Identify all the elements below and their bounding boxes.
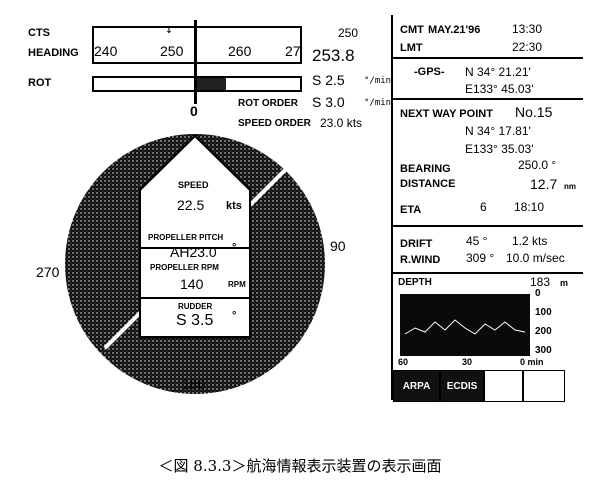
tick-label: 240 <box>94 43 118 59</box>
heading-needle <box>194 20 197 104</box>
speed-order-label: SPEED ORDER <box>238 118 311 129</box>
heading-scale <box>92 40 302 64</box>
bearing-label: BEARING <box>400 163 451 175</box>
bearing-value: 250.0 ° <box>518 158 557 172</box>
drift-speed: 1.2 kts <box>512 234 548 248</box>
depth-axis-200: 200 <box>535 326 552 337</box>
depth-axis-0: 0 <box>535 288 541 299</box>
rot-unit: °/min <box>364 76 392 86</box>
cts-arrow-icon: ↓ <box>165 22 173 37</box>
depth-unit: m <box>560 278 569 288</box>
distance-label: DISTANCE <box>400 178 456 190</box>
pitch-deg: ° <box>232 242 237 254</box>
rot-label: ROT <box>28 77 52 89</box>
speed-order-value: 23.0 kts <box>320 116 363 130</box>
heading-label: HEADING <box>28 47 79 59</box>
pitch-label: PROPELLER PITCH <box>148 233 224 242</box>
tick-label: 260 <box>228 43 252 59</box>
wind-label: R.WIND <box>400 254 441 266</box>
compass-dial <box>65 134 325 394</box>
divider <box>391 225 583 227</box>
cmt-time: 13:30 <box>512 22 543 36</box>
rpm-value: 140 <box>180 276 204 292</box>
rot-order-value: S 3.0 <box>312 94 345 110</box>
gps-lat: N 34° 21.21' <box>465 65 531 79</box>
divider <box>391 272 583 274</box>
gps-lon: E133° 45.03' <box>465 82 534 96</box>
depth-value: 183 <box>530 275 551 289</box>
rudder-deg: ° <box>232 310 237 322</box>
eta-time: 18:10 <box>514 200 545 214</box>
compass-270: 270 <box>36 264 60 280</box>
rudder-label: RUDDER <box>178 302 213 311</box>
rot-order-label: ROT ORDER <box>238 98 298 109</box>
nwp-no: No.15 <box>515 104 553 120</box>
drift-label: DRIFT <box>400 238 433 250</box>
time-axis-0: 0 min <box>520 357 544 367</box>
tick-label: 27 <box>285 43 301 59</box>
rot-fill <box>196 78 226 90</box>
depth-axis-100: 100 <box>535 307 552 318</box>
compass-180: 180 <box>182 376 206 392</box>
depth-axis-300: 300 <box>535 345 552 356</box>
drift-dir: 45 ° <box>466 234 488 248</box>
nwp-lon: E133° 35.03' <box>465 142 534 156</box>
cts-value: 250 <box>338 26 359 40</box>
zero-label: 0 <box>190 103 198 119</box>
lmt-time: 22:30 <box>512 40 543 54</box>
nwp-label: NEXT WAY POINT <box>400 108 493 120</box>
wind-dir: 309 ° <box>466 251 495 265</box>
panel-border <box>391 15 393 400</box>
eta-day: 6 <box>480 200 487 214</box>
cts-label: CTS <box>28 27 50 39</box>
rpm-unit: RPM <box>228 280 246 289</box>
speed-unit: kts <box>226 200 242 212</box>
time-axis-30: 30 <box>462 357 473 367</box>
wind-speed: 10.0 m/sec <box>506 251 565 265</box>
distance-value: 12.7 <box>530 176 558 192</box>
ecdis-button[interactable]: ECDIS <box>440 370 484 402</box>
pitch-value: AH23.0 <box>170 244 217 260</box>
rot-value: S 2.5 <box>312 72 345 88</box>
compass-90: 90 <box>330 238 346 254</box>
blank-button-2[interactable] <box>523 370 565 402</box>
distance-unit: nm <box>564 182 576 191</box>
time-axis-60: 60 <box>398 357 409 367</box>
gps-label: -GPS- <box>414 66 445 78</box>
date: MAY.21'96 <box>428 24 481 36</box>
depth-label: DEPTH <box>398 277 432 288</box>
divider <box>391 98 583 100</box>
speed-label: SPEED <box>178 180 209 190</box>
rpm-label: PROPELLER RPM <box>150 263 219 272</box>
divider <box>391 57 583 59</box>
figure-caption: ＜図 8.3.3＞航海情報表示装置の表示画面 <box>158 457 442 475</box>
eta-label: ETA <box>400 204 422 216</box>
heading-value: 253.8 <box>312 46 355 65</box>
blank-button-1[interactable] <box>484 370 523 402</box>
arpa-button[interactable]: ARPA <box>393 370 440 402</box>
nwp-lat: N 34° 17.81' <box>465 124 531 138</box>
lmt-label: LMT <box>400 42 423 54</box>
speed-value: 22.5 <box>177 197 205 213</box>
depth-graph <box>400 294 530 356</box>
cmt-label: CMT <box>400 24 424 36</box>
tick-label: 250 <box>160 43 184 59</box>
rudder-value: S 3.5 <box>176 312 214 329</box>
rot-order-unit: °/min <box>364 98 392 108</box>
